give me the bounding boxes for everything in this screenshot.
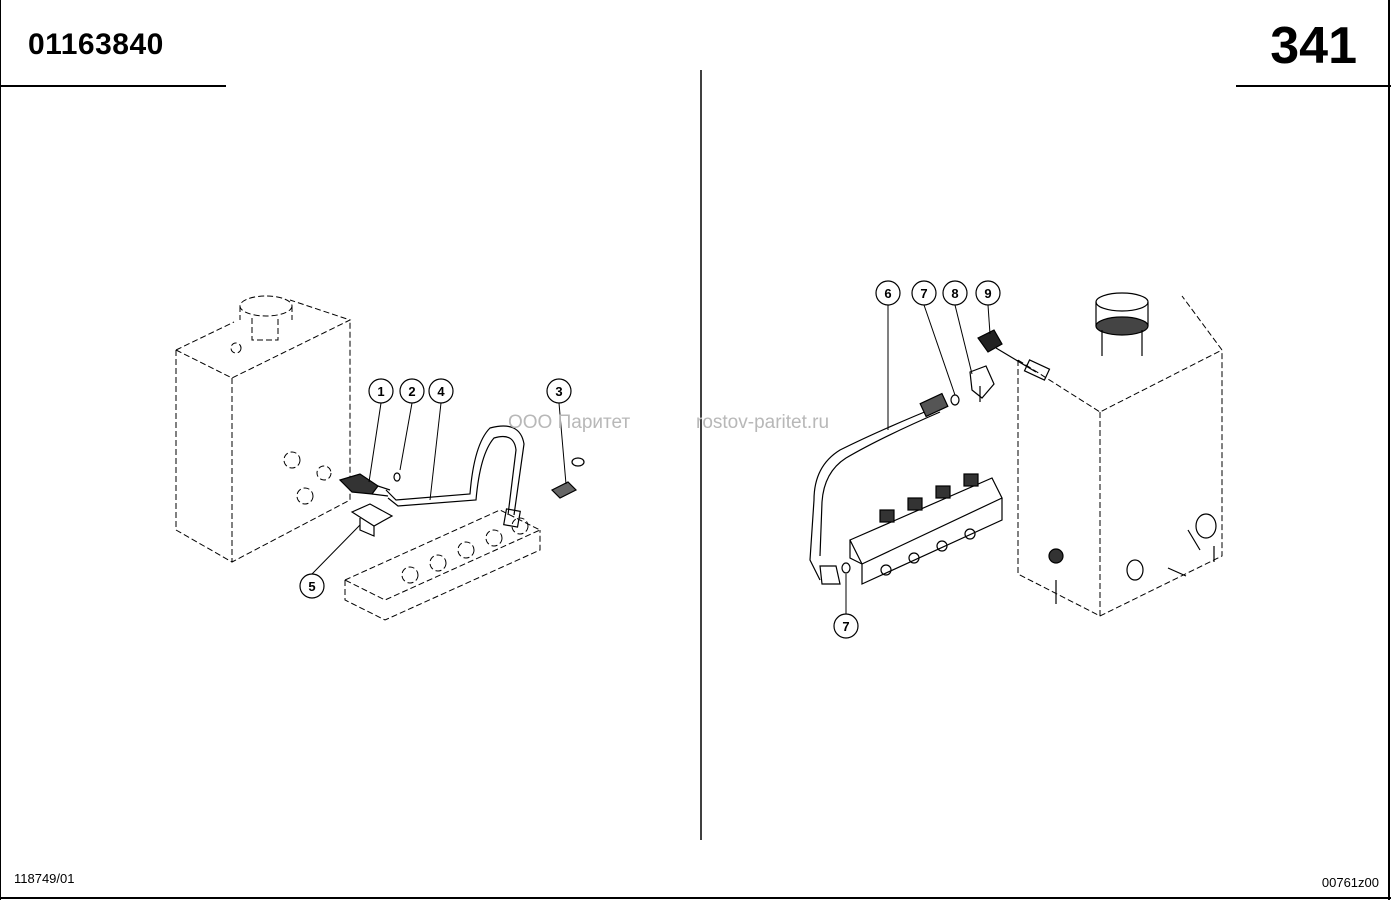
- valve-block: [849, 473, 1003, 585]
- svg-text:7: 7: [920, 286, 927, 301]
- svg-text:4: 4: [437, 384, 445, 399]
- right-assembly-diagram: 6 7 8 9 7: [809, 280, 1223, 639]
- o-ring-part-2: [393, 472, 401, 482]
- callout-2: 2: [399, 378, 425, 404]
- svg-text:6: 6: [884, 286, 891, 301]
- left-assembly-diagram: 1 2 4 3 5: [175, 295, 585, 621]
- svg-text:9: 9: [984, 286, 991, 301]
- drawing-reference-left: 118749/01: [14, 871, 75, 886]
- callout-8: 8: [942, 280, 968, 306]
- tank-outline-right: [1017, 295, 1223, 617]
- tee-fitting-part-5: [350, 503, 394, 537]
- svg-text:1: 1: [377, 384, 384, 399]
- connector-part-3: [550, 457, 585, 499]
- drawing-reference-right: 00761z00: [1321, 875, 1379, 890]
- page-number: 341: [1270, 17, 1357, 75]
- o-ring-part-7-upper: [950, 394, 960, 406]
- svg-text:7: 7: [842, 619, 849, 634]
- tank-outline: [175, 295, 352, 563]
- callout-7-top: 7: [911, 280, 937, 306]
- callout-1: 1: [368, 378, 394, 404]
- tank-cap: [1095, 292, 1149, 356]
- right-callouts: 6 7 8 9 7: [833, 280, 1001, 639]
- fitting-part-1: [338, 473, 391, 497]
- elbow-part-9: [977, 329, 1051, 381]
- callout-9: 9: [975, 280, 1001, 306]
- left-callouts: 1 2 4 3 5: [299, 378, 572, 599]
- callout-4: 4: [428, 378, 454, 404]
- svg-text:3: 3: [555, 384, 562, 399]
- hose-part-6: [809, 392, 949, 585]
- callout-5: 5: [299, 573, 325, 599]
- svg-text:8: 8: [951, 286, 958, 301]
- callout-3: 3: [546, 378, 572, 404]
- tee-part-8: [969, 365, 995, 402]
- o-ring-part-7-lower: [841, 562, 851, 574]
- svg-text:5: 5: [308, 579, 315, 594]
- callout-7-bottom: 7: [833, 613, 859, 639]
- hose-part-4: [385, 425, 525, 528]
- part-number: 01163840: [28, 28, 164, 61]
- svg-text:2: 2: [408, 384, 415, 399]
- callout-6: 6: [875, 280, 901, 306]
- watermark-company: ООО Паритет: [508, 412, 631, 433]
- watermark-website: rostov-paritet.ru: [696, 412, 830, 433]
- valve-block-outline: [343, 509, 542, 621]
